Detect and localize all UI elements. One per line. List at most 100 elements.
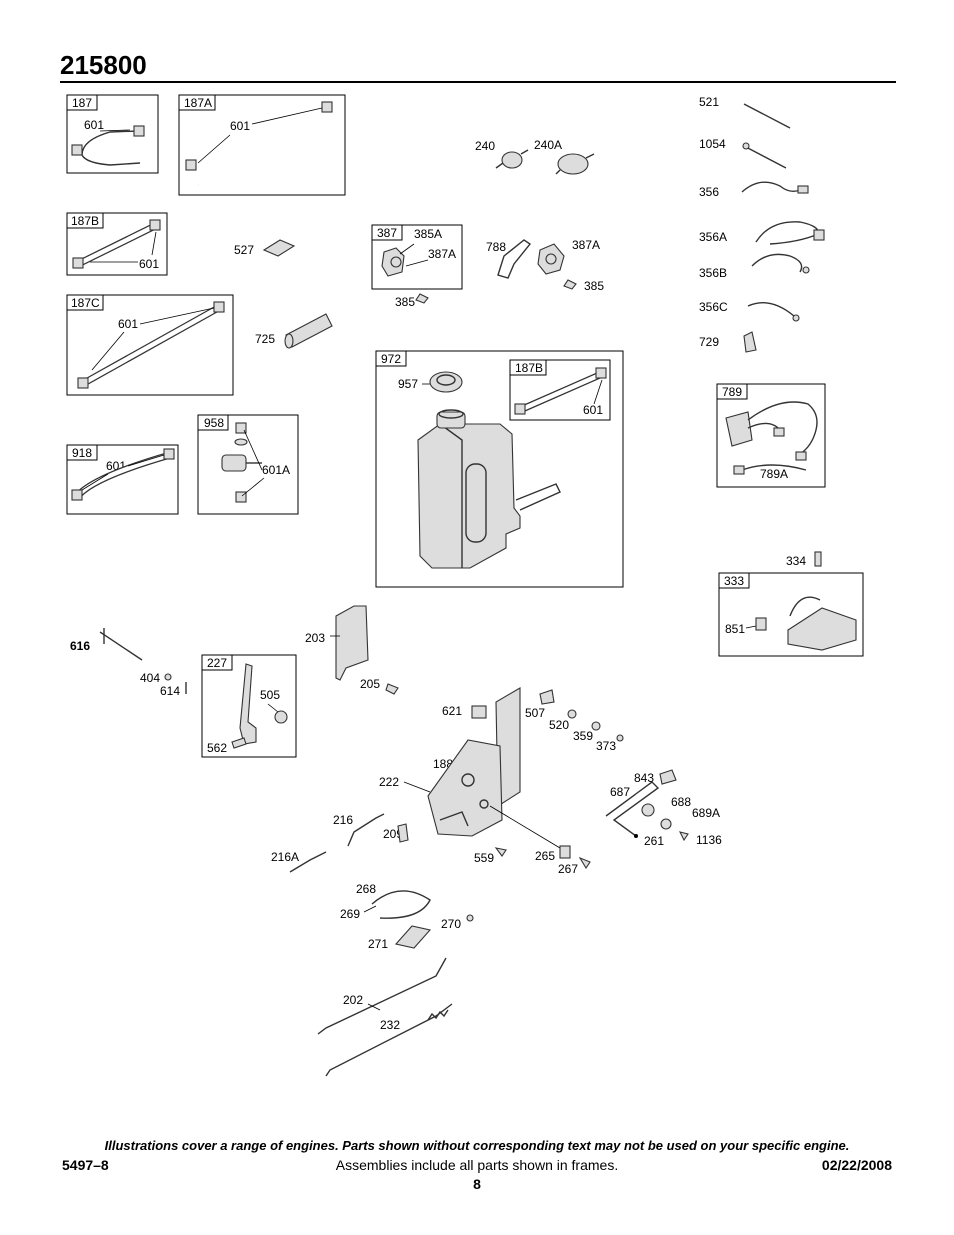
part-number-label: 187B <box>71 214 99 228</box>
shutoff-valve-icon <box>221 454 247 472</box>
bracket-icon <box>497 239 532 279</box>
part-number-label: 202 <box>343 993 363 1007</box>
screw-icon <box>415 293 429 304</box>
part-number-label: 601 <box>118 317 138 331</box>
fuel-filter-icon <box>555 153 595 175</box>
terminal-icon <box>743 331 757 353</box>
part-number-label: 261 <box>644 834 664 848</box>
frame-187: 187 601 <box>66 94 159 174</box>
part-number-label: 387 <box>377 226 397 240</box>
screw-icon <box>563 279 577 290</box>
terminal-icon <box>755 617 767 631</box>
part-number-label: 265 <box>535 849 555 863</box>
part-number-label: 507 <box>525 706 545 720</box>
screw-icon <box>678 831 689 842</box>
fuel-filter-icon <box>495 149 529 169</box>
part-number-label: 505 <box>260 688 280 702</box>
spring-icon <box>397 823 409 843</box>
part-number-label: 270 <box>441 917 461 931</box>
part-number-label: 614 <box>160 684 180 698</box>
part-number-label: 227 <box>207 656 227 670</box>
part-number-label: 957 <box>398 377 418 391</box>
connector-icon <box>725 411 753 447</box>
part-number-label: 269 <box>340 907 360 921</box>
part-number-label: 334 <box>786 554 806 568</box>
frame-187B: 187B 601 <box>66 212 168 276</box>
part-number-label: 216 <box>333 813 353 827</box>
part-number-label: 187C <box>71 296 100 310</box>
part-number-label: 601 <box>583 403 603 417</box>
clip-icon <box>559 845 571 859</box>
part-number-label: 918 <box>72 446 92 460</box>
part-number-label: 387A <box>572 238 600 252</box>
part-number-label: 521 <box>699 95 719 109</box>
part-number-label: 216A <box>271 850 299 864</box>
frame-918: 918 601 <box>66 444 179 515</box>
part-number-label: 222 <box>379 775 399 789</box>
part-number-label: 268 <box>356 882 376 896</box>
part-number-label: 616 <box>70 639 90 653</box>
rod-icon <box>743 103 791 129</box>
part-number-label: 725 <box>255 332 275 346</box>
cable-icon <box>371 890 431 919</box>
part-number-label: 520 <box>549 718 569 732</box>
shaft-icon <box>99 631 143 661</box>
part-number-label: 621 <box>442 704 462 718</box>
knob-icon <box>660 818 672 830</box>
fuel-line-icon <box>81 130 141 166</box>
screw-icon <box>578 856 591 870</box>
part-number-label: 232 <box>380 1018 400 1032</box>
frame-972: 972 957 187B 601 <box>375 350 624 588</box>
part-number-label: 789A <box>760 467 788 481</box>
screw-icon <box>539 689 555 705</box>
bracket-icon <box>605 781 660 837</box>
part-number-label: 240 <box>475 139 495 153</box>
part-number-label: 851 <box>725 622 745 636</box>
header-rule <box>60 81 896 83</box>
lever-icon <box>239 663 257 745</box>
part-number-label: 187B <box>515 361 543 375</box>
part-number-label: 788 <box>486 240 506 254</box>
clip-icon <box>262 239 296 257</box>
clamp-icon <box>235 422 247 434</box>
part-number-label: 387A <box>428 247 456 261</box>
part-number-label: 601A <box>262 463 290 477</box>
part-number-label: 729 <box>699 335 719 349</box>
part-number-label: 359 <box>573 729 593 743</box>
part-number-label: 562 <box>207 741 227 755</box>
part-number-label: 385 <box>395 295 415 309</box>
part-number-label: 688 <box>671 795 691 809</box>
fuel-line-icon <box>193 106 331 186</box>
part-number-label: 689A <box>692 806 720 820</box>
frame-958: 958 601A <box>197 414 299 515</box>
wire-icon <box>747 302 795 317</box>
part-number-label: 559 <box>474 851 494 865</box>
fuel-tank-icon <box>417 409 561 569</box>
footer-date: 02/22/2008 <box>821 1157 892 1173</box>
rod-icon <box>317 957 447 1035</box>
part-number-label: 1054 <box>699 137 726 151</box>
screw-icon <box>494 847 507 857</box>
lever-icon <box>394 925 432 949</box>
frame-333: 333 851 <box>718 572 864 657</box>
part-number-label: 203 <box>305 631 325 645</box>
screw-icon <box>814 551 822 567</box>
spring-rod-icon <box>325 1003 453 1077</box>
link-icon <box>347 813 385 847</box>
part-number-label: 356C <box>699 300 728 314</box>
part-number-label: 271 <box>368 937 388 951</box>
part-number-label: 385 <box>584 279 604 293</box>
part-number-label: 601 <box>84 118 104 132</box>
part-number-label: 187A <box>184 96 212 110</box>
frame-187A: 187A 601 <box>178 94 346 196</box>
footer-note: Illustrations cover a range of engines. … <box>104 1138 850 1153</box>
part-number-label: 789 <box>722 385 742 399</box>
part-number-label: 958 <box>204 416 224 430</box>
part-number-label: 972 <box>381 352 401 366</box>
nut-icon <box>274 710 288 724</box>
part-number-label: 267 <box>558 862 578 876</box>
part-number-label: 687 <box>610 785 630 799</box>
part-number-label: 356A <box>699 230 727 244</box>
part-number-label: 187 <box>72 96 92 110</box>
part-number-label: 333 <box>724 574 744 588</box>
